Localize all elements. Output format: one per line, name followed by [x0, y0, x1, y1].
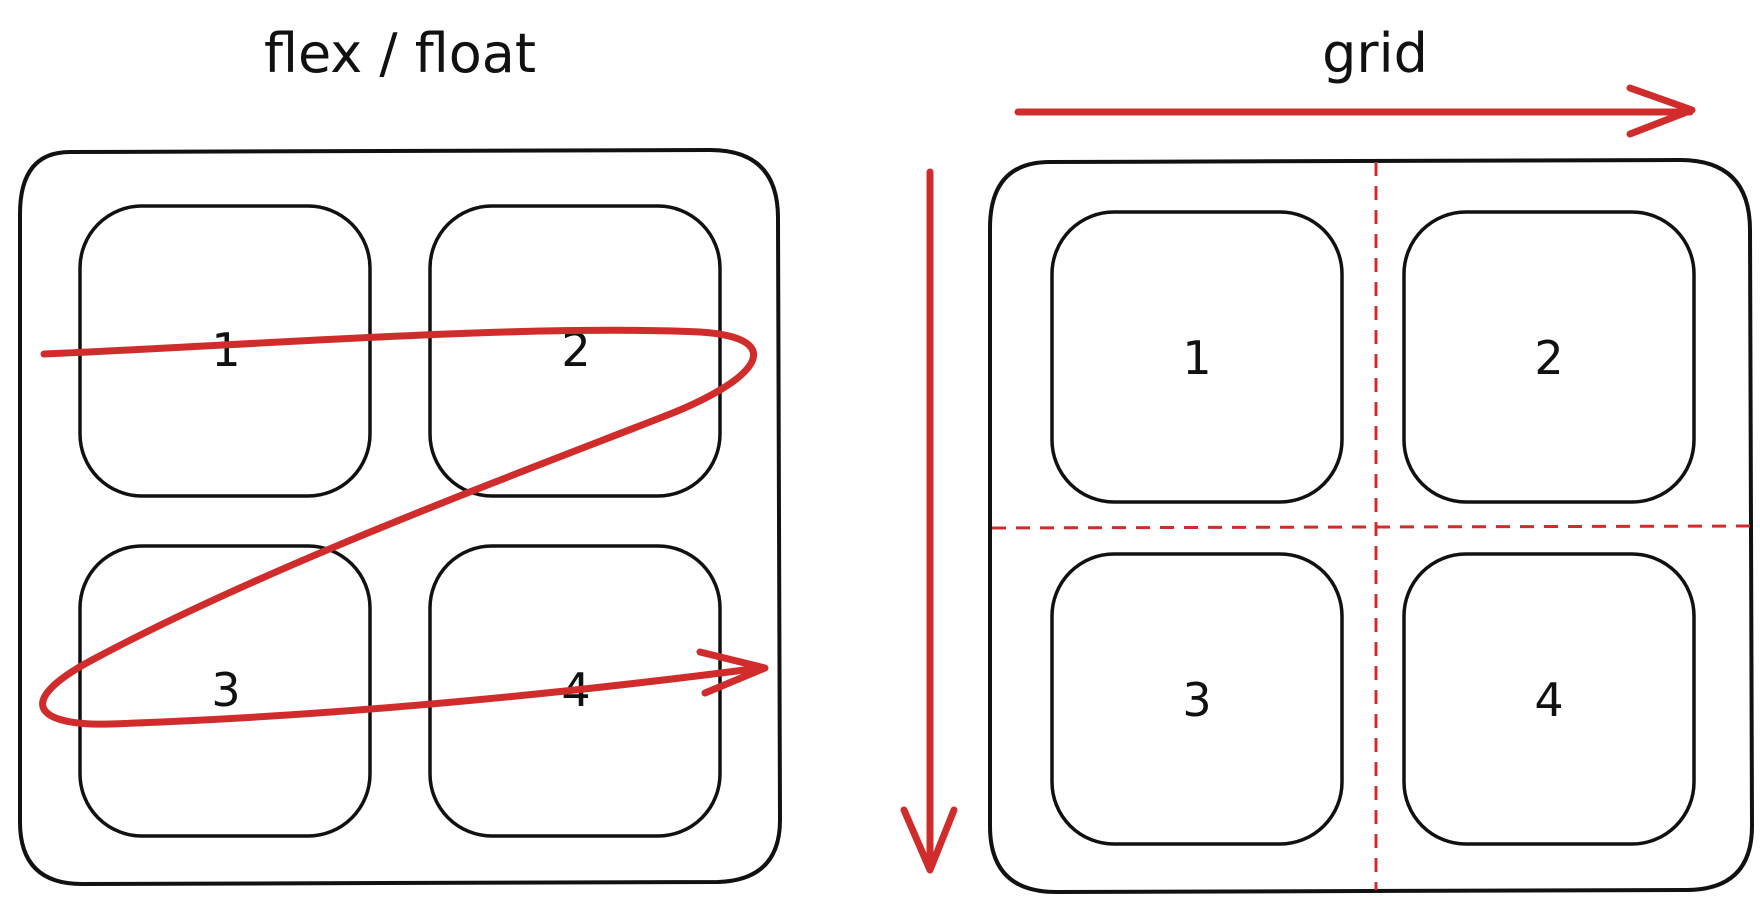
flex-float-panel: flex / float 1 2 3 4: [18, 22, 783, 887]
grid-cell-1-label: 1: [1182, 331, 1211, 385]
grid-panel: grid 1 2 3 4: [900, 22, 1755, 895]
grid-title: grid: [1322, 22, 1428, 85]
flex-cell-3-label: 3: [211, 663, 240, 717]
grid-cell-2-label: 2: [1534, 331, 1563, 385]
grid-cell-4-label: 4: [1534, 673, 1563, 727]
grid-cell-1: [1050, 210, 1344, 504]
flex-cell-4: [428, 544, 722, 838]
flex-flow-arrowhead: [696, 648, 769, 697]
grid-cell-3: [1050, 552, 1344, 846]
grid-cell-3-label: 3: [1182, 673, 1211, 727]
grid-horizontal-line: [991, 524, 1751, 530]
grid-container: [988, 157, 1755, 895]
flex-cell-2: [428, 204, 722, 498]
flex-container: [18, 147, 783, 887]
grid-row-axis-arrowhead: [1626, 84, 1696, 138]
grid-cell-4: [1402, 552, 1696, 846]
flex-cell-1-label: 1: [211, 323, 240, 377]
flex-flow-path: [39, 326, 764, 728]
flex-float-title: flex / float: [264, 22, 536, 85]
grid-column-axis-arrowhead: [900, 806, 958, 874]
grid-cell-2: [1402, 210, 1696, 504]
flex-cell-3: [78, 544, 372, 838]
